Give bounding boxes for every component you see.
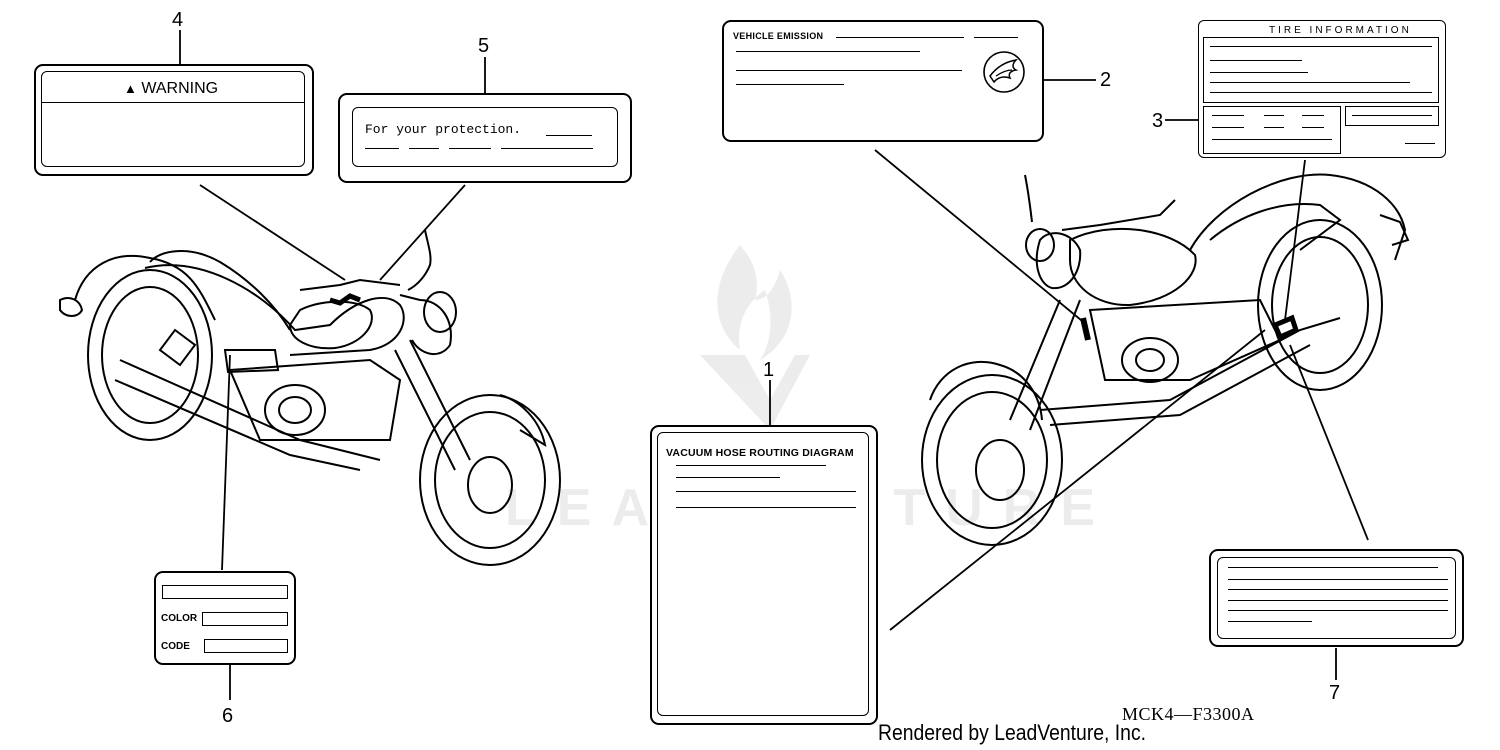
- tire-line: [1264, 115, 1284, 116]
- protection-label-inner: For your protection.: [352, 107, 618, 167]
- honda-wing-icon: [983, 51, 1025, 93]
- info-label-7-inner: [1217, 557, 1456, 639]
- info-line: [1228, 600, 1448, 601]
- emission-line: [736, 84, 844, 85]
- tire-line: [1302, 115, 1324, 116]
- tire-line: [1210, 92, 1432, 93]
- emission-line: [736, 51, 920, 52]
- tire-line: [1302, 127, 1324, 128]
- vacuum-line: [676, 507, 856, 508]
- warning-label[interactable]: ▲ WARNING: [34, 64, 314, 176]
- tire-line: [1264, 127, 1284, 128]
- protection-line: [449, 148, 491, 149]
- info-line: [1228, 589, 1448, 590]
- warning-triangle-icon: ▲: [124, 81, 137, 96]
- color-text: COLOR: [161, 613, 198, 624]
- vacuum-title: VACUUM HOSE ROUTING DIAGRAM: [666, 447, 854, 459]
- emission-line: [836, 37, 964, 38]
- vacuum-line: [676, 491, 856, 492]
- vacuum-hose-label-inner: VACUUM HOSE ROUTING DIAGRAM: [657, 432, 869, 716]
- callout-4[interactable]: 4: [172, 9, 184, 31]
- color-code-label[interactable]: COLOR CODE: [154, 571, 296, 665]
- tire-line: [1212, 139, 1332, 140]
- tire-information-label[interactable]: TIRE INFORMATION: [1198, 20, 1446, 158]
- callout-1[interactable]: 1: [763, 359, 775, 381]
- emission-title: VEHICLE EMISSION: [733, 31, 824, 41]
- warning-divider: [42, 102, 304, 103]
- tire-line: [1405, 143, 1435, 144]
- right-motorcycle: [921, 173, 1410, 546]
- emission-line: [736, 70, 962, 71]
- callout-3[interactable]: 3: [1152, 110, 1164, 132]
- protection-line: [409, 148, 439, 149]
- warning-label-inner: ▲ WARNING: [41, 71, 305, 167]
- honda-wing-logo: [982, 50, 1026, 94]
- tire-side-box: [1345, 106, 1439, 126]
- tire-line: [1210, 46, 1432, 47]
- emission-label[interactable]: VEHICLE EMISSION: [722, 20, 1044, 142]
- left-motorcycle: [59, 229, 561, 566]
- figure-code: MCK4—F3300A: [1122, 704, 1255, 724]
- tire-line: [1210, 72, 1308, 73]
- callout-2[interactable]: 2: [1100, 69, 1112, 91]
- callout-5[interactable]: 5: [478, 35, 490, 57]
- tire-line: [1212, 127, 1244, 128]
- leader-lines: [179, 30, 1369, 700]
- info-line: [1228, 610, 1448, 611]
- code-text: CODE: [161, 641, 190, 652]
- tire-info-box: [1203, 37, 1439, 103]
- info-label-7[interactable]: [1209, 549, 1464, 647]
- protection-label[interactable]: For your protection.: [338, 93, 632, 183]
- tire-line: [1212, 115, 1244, 116]
- info-line: [1228, 579, 1448, 580]
- vacuum-line: [676, 465, 826, 466]
- protection-line: [546, 135, 592, 136]
- tire-line: [1352, 115, 1432, 116]
- warning-title: WARNING: [141, 80, 219, 97]
- code-field: [204, 639, 288, 653]
- vacuum-hose-label[interactable]: VACUUM HOSE ROUTING DIAGRAM: [650, 425, 878, 725]
- protection-line: [501, 148, 593, 149]
- vacuum-line: [676, 477, 780, 478]
- callout-6[interactable]: 6: [222, 705, 234, 727]
- color-field: [202, 612, 288, 626]
- tire-title: TIRE INFORMATION: [1269, 25, 1412, 36]
- watermark-logo: [700, 245, 810, 430]
- callout-7[interactable]: 7: [1329, 682, 1341, 704]
- info-line: [1228, 567, 1438, 568]
- protection-text: For your protection.: [365, 122, 522, 137]
- warning-heading: ▲ WARNING: [124, 80, 218, 98]
- tire-line: [1210, 60, 1302, 61]
- tire-line: [1210, 82, 1410, 83]
- tire-pressure-box: [1203, 106, 1341, 154]
- model-field: [162, 585, 288, 599]
- emission-line: [974, 37, 1018, 38]
- info-line: [1228, 621, 1312, 622]
- credit-text: Rendered by LeadVenture, Inc.: [878, 720, 1147, 745]
- protection-line: [365, 148, 399, 149]
